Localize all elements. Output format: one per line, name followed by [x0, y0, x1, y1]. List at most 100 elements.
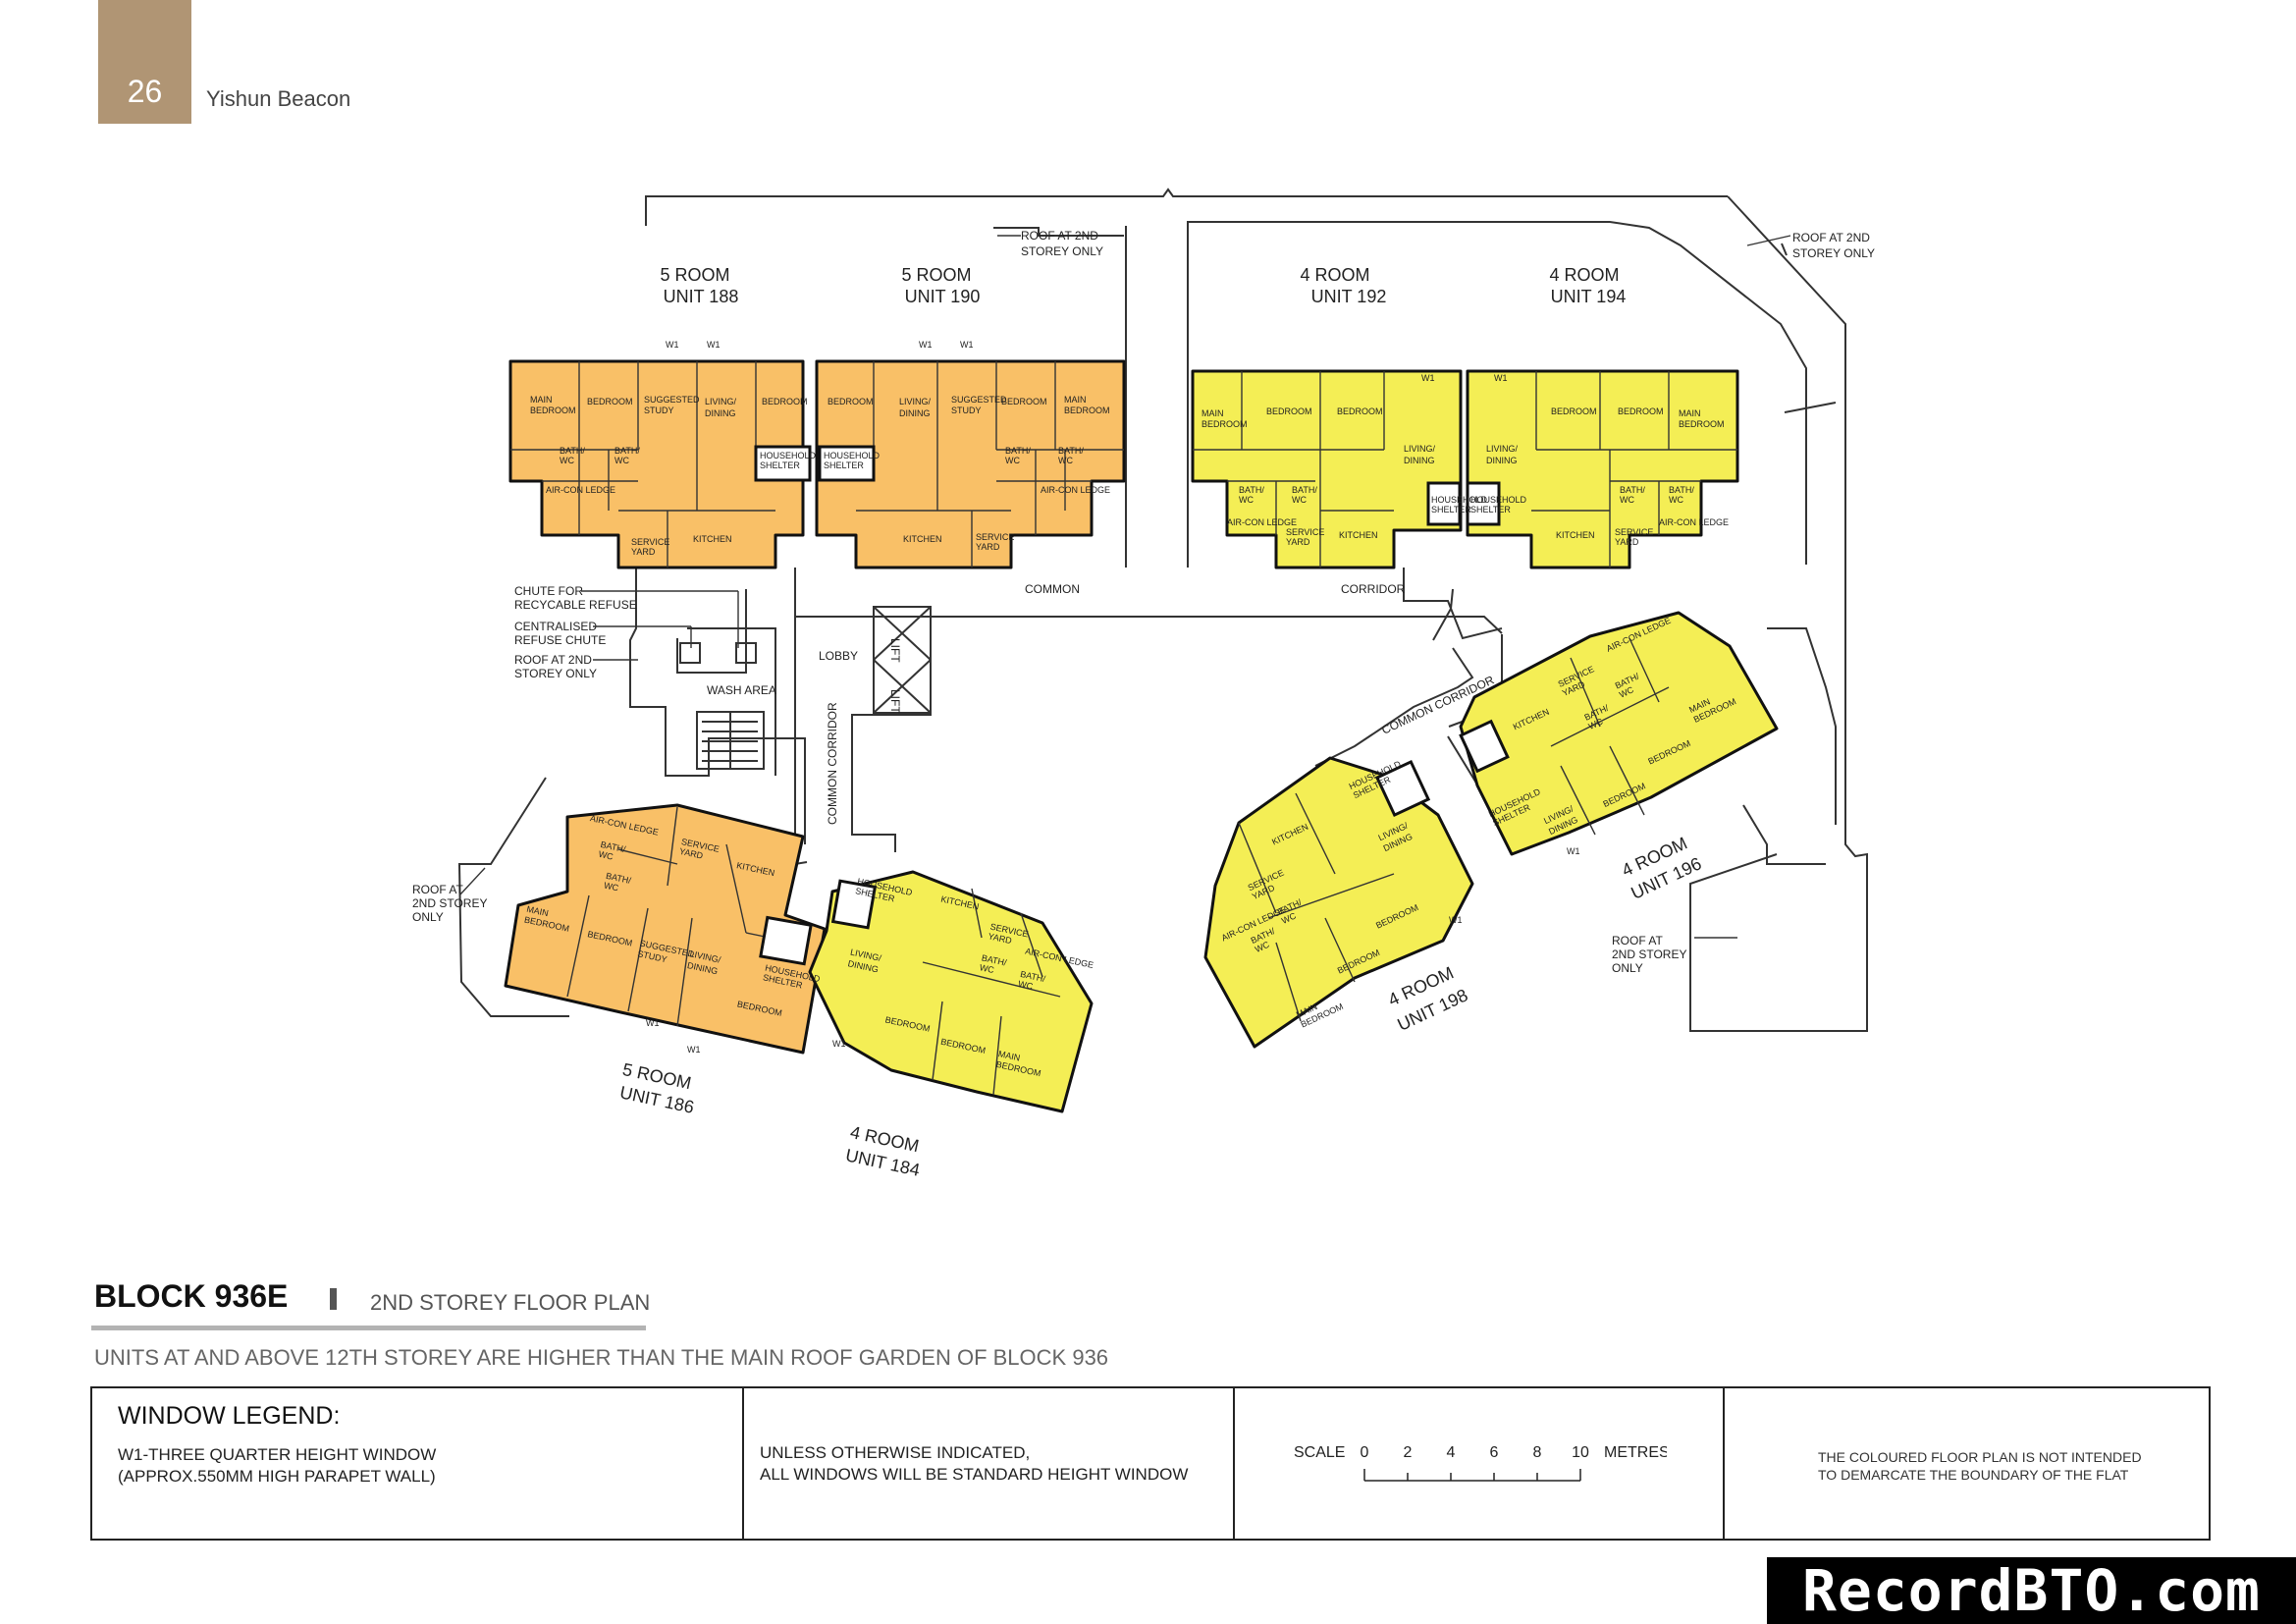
scale-unit: METRES: [1604, 1444, 1667, 1461]
room-label: WC: [603, 881, 619, 893]
room-label: AIR-CON LEDGE: [546, 485, 615, 495]
room-label: BEDROOM: [1679, 419, 1725, 429]
room-label: BEDROOM: [828, 397, 874, 406]
window-w1-label: W1: [646, 1018, 660, 1028]
room-label: BEDROOM: [1001, 397, 1047, 406]
room-label: MAIN: [1679, 408, 1701, 418]
room-label: STUDY: [951, 406, 982, 415]
room-label: SUGGESTED: [951, 395, 1007, 405]
room-label: SHELTER: [1470, 505, 1511, 514]
unit-184-area: [808, 870, 1094, 1113]
w1-parapet-note: (APPROX.550MM HIGH PARAPET WALL): [118, 1467, 436, 1486]
room-label: BEDROOM: [762, 397, 808, 406]
room-label: SERVICE: [631, 537, 669, 547]
room-label: WC: [1058, 456, 1073, 465]
window-w1-label: W1: [960, 340, 974, 350]
roof-note-wash: ROOF AT 2ND: [514, 653, 592, 667]
window-w1-label: W1: [832, 1039, 846, 1049]
room-label: DINING: [1486, 456, 1518, 465]
roof-note-bottom-right: ROOF AT: [1612, 934, 1663, 947]
plan-subtitle: 2ND STOREY FLOOR PLAN: [370, 1290, 651, 1315]
room-label: WC: [560, 456, 574, 465]
block-title: BLOCK 936E: [94, 1278, 289, 1314]
lobby-label: LOBBY: [819, 649, 858, 663]
unit-188-number: UNIT 188: [664, 287, 739, 306]
room-label: MAIN: [526, 904, 550, 918]
wash-area-label: WASH AREA: [707, 683, 776, 697]
roof-note-top: STOREY ONLY: [1021, 244, 1103, 258]
room-label: YARD: [1286, 537, 1310, 547]
unit-196-area: [1459, 611, 1779, 856]
disclaimer-cell: THE COLOURED FLOOR PLAN IS NOT INTENDED …: [1725, 1388, 2209, 1539]
room-label: BEDROOM: [1266, 406, 1312, 416]
window-w1-label: W1: [687, 1045, 701, 1055]
room-label: BATH/: [560, 446, 585, 456]
unit-fills: [504, 359, 1779, 1113]
annotation-leaders: [458, 235, 1791, 939]
room-label: WC: [1620, 495, 1634, 505]
room-partitions: [510, 361, 1737, 1096]
title-separator: [330, 1288, 337, 1310]
room-label: SERVICE: [976, 532, 1014, 542]
room-label: WC: [598, 849, 614, 862]
window-w1-label: W1: [1494, 373, 1508, 383]
disclaimer-line-2: TO DEMARCATE THE BOUNDARY OF THE FLAT: [1818, 1467, 2129, 1483]
unit-186-area: [504, 803, 827, 1055]
unit-194-type: 4 ROOM: [1549, 265, 1619, 285]
room-label: KITCHEN: [1339, 530, 1378, 540]
common-label: COMMON: [1025, 582, 1080, 596]
room-label: HOUSEHOLD: [1470, 495, 1527, 505]
unit-194-area: [1466, 369, 1739, 569]
room-label: AIR-CON LEDGE: [1041, 485, 1110, 495]
room-label: BEDROOM: [587, 397, 633, 406]
scale-tick-label: 4: [1447, 1444, 1456, 1461]
room-label: WC: [1017, 979, 1034, 992]
roof-note-right: STOREY ONLY: [1792, 246, 1875, 260]
legend-table: WINDOW LEGEND: W1-THREE QUARTER HEIGHT W…: [90, 1386, 2211, 1541]
window-note-cell: UNLESS OTHERWISE INDICATED, ALL WINDOWS …: [744, 1388, 1235, 1539]
unit-192-area: [1191, 369, 1463, 569]
window-legend-heading: WINDOW LEGEND:: [118, 1402, 341, 1430]
title-underline: [91, 1326, 646, 1330]
common-corridor-label: COMMON CORRIDOR: [826, 702, 839, 825]
window-w1-label: W1: [1567, 846, 1580, 856]
room-label: LIVING/: [899, 397, 932, 406]
room-label: AIR-CON LEDGE: [1659, 517, 1729, 527]
room-label: DINING: [705, 408, 736, 418]
roof-note-left: 2ND STOREY: [412, 896, 487, 910]
window-w1-label: W1: [919, 340, 933, 350]
corridor-label: CORRIDOR: [1341, 582, 1406, 596]
room-label: KITCHEN: [903, 534, 942, 544]
room-label: BATH/: [614, 446, 640, 456]
scale-ruler: [1363, 1469, 1581, 1482]
room-label: LIVING/: [705, 397, 737, 406]
room-label: WC: [1669, 495, 1683, 505]
room-label: WC: [979, 962, 995, 975]
roof-note-right: ROOF AT 2ND: [1792, 231, 1870, 244]
roof-note-left: ONLY: [412, 910, 444, 924]
room-label: WC: [1292, 495, 1307, 505]
room-label: BEDROOM: [1064, 406, 1110, 415]
roof-note-wash: STOREY ONLY: [514, 667, 597, 680]
site-outline: [457, 188, 1868, 1032]
unit-190-area: [815, 359, 1126, 569]
floor-plan-diagram: 5 ROOM UNIT 188 5 ROOM UNIT 190 4 ROOM U…: [412, 188, 1875, 1180]
room-label: BATH/: [1292, 485, 1317, 495]
room-label: SHELTER: [760, 460, 800, 470]
room-label: DINING: [1404, 456, 1435, 465]
room-label: SERVICE: [1286, 527, 1324, 537]
room-label: LIVING/: [1404, 444, 1436, 454]
scale-tick-label: 2: [1404, 1444, 1413, 1461]
watermark-logo: RecordBTO.com: [1767, 1557, 2296, 1624]
room-label: MAIN: [1064, 395, 1087, 405]
unit-194-number: UNIT 194: [1551, 287, 1627, 306]
room-label: YARD: [976, 542, 1000, 552]
room-label: BATH/: [1620, 485, 1645, 495]
room-label: AIR-CON LEDGE: [1227, 517, 1297, 527]
lift-label: LIFT: [888, 638, 902, 663]
roof-note-left: ROOF AT: [412, 883, 463, 896]
room-label: STUDY: [644, 406, 674, 415]
room-label: MAIN: [530, 395, 553, 405]
room-label: WC: [1239, 495, 1254, 505]
room-label: MAIN: [997, 1049, 1021, 1062]
